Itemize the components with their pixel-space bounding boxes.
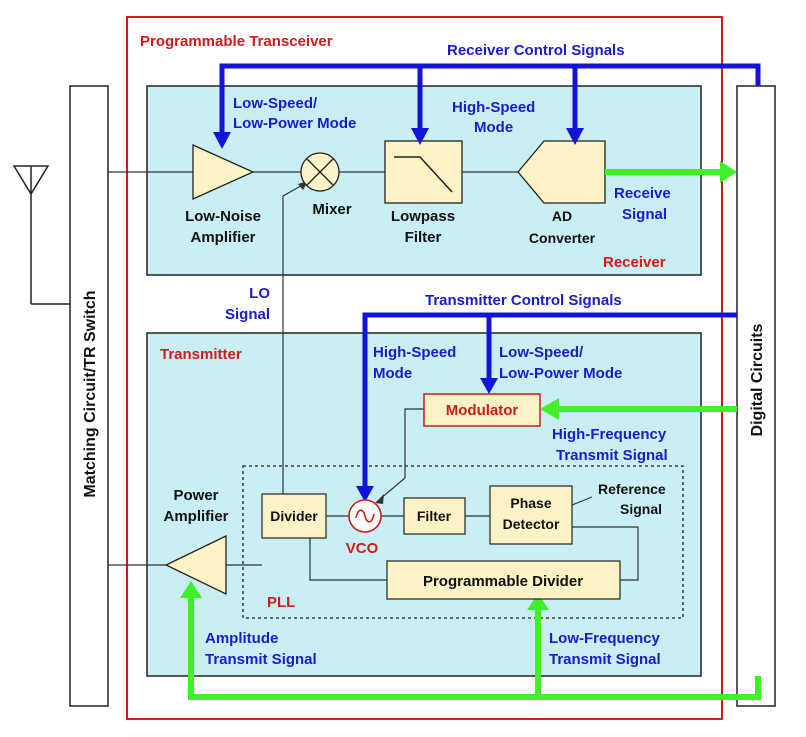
receiver-control-bus <box>219 63 761 136</box>
hf-signal-label-1: High-Frequency <box>552 426 667 443</box>
programmable-divider-block <box>386 560 621 600</box>
filter-label: Filter <box>417 508 452 524</box>
pll-region <box>242 465 684 619</box>
transceiver-border <box>126 16 723 720</box>
pll-title: PLL <box>267 594 295 611</box>
receiver-control-label: Receiver Control Signals <box>447 42 625 59</box>
modulator-label: Modulator <box>446 402 519 419</box>
adc-label-1: AD <box>552 208 572 224</box>
mixer-label: Mixer <box>312 201 351 218</box>
amplitude-signal-label-2: Transmit Signal <box>205 651 317 668</box>
divider-block <box>261 493 327 539</box>
vco-icon <box>348 499 382 533</box>
matching-circuit-label: Matching Circuit/TR Switch <box>82 290 99 497</box>
lna-label-2: Amplifier <box>190 229 255 246</box>
receive-signal-arrowhead <box>720 161 737 183</box>
transmitter-control-bus <box>362 312 737 490</box>
lowpass-filter-icon <box>384 140 463 204</box>
lowpass-label-1: Lowpass <box>391 208 455 225</box>
phase-detector-label-2: Detector <box>503 516 560 532</box>
adc-label-2: Converter <box>529 230 596 246</box>
antenna-icon <box>12 165 70 305</box>
lowpass-label-2: Filter <box>405 229 442 246</box>
reference-signal-label-2: Signal <box>620 501 662 517</box>
lf-signal-label-1: Low-Frequency <box>549 630 661 647</box>
phase-detector-block <box>489 485 573 545</box>
amplitude-signal-label-1: Amplitude <box>205 630 278 647</box>
lna-label-1: Low-Noise <box>185 208 261 225</box>
receiver-title: Receiver <box>603 254 666 271</box>
digital-circuits-block <box>736 85 776 707</box>
tx-low-speed-label-2: Low-Power Mode <box>499 365 622 382</box>
rx-low-speed-label-1: Low-Speed/ <box>233 95 318 112</box>
vco-label: VCO <box>346 540 379 557</box>
lo-signal-label-2: Signal <box>225 306 270 323</box>
lf-signal-label-2: Transmit Signal <box>549 651 661 668</box>
pa-label-1: Power <box>173 487 218 504</box>
reference-signal-label-1: Reference <box>598 481 666 497</box>
lo-signal-label-1: LO <box>249 285 270 302</box>
power-amplifier-icon <box>164 534 227 596</box>
low-noise-amplifier-icon <box>192 143 255 201</box>
receive-signal-label-2: Signal <box>622 206 667 223</box>
mixer-icon <box>300 152 340 192</box>
transceiver-title: Programmable Transceiver <box>140 33 333 50</box>
rx-high-speed-label-2: Mode <box>474 119 513 136</box>
hf-signal-arrowhead <box>540 398 559 420</box>
receive-signal-label-1: Receive <box>614 185 671 202</box>
programmable-divider-label: Programmable Divider <box>423 573 583 590</box>
divider-label: Divider <box>270 508 318 524</box>
matching-circuit-block <box>69 85 109 707</box>
transmit-signal-bus <box>188 596 761 700</box>
filter-block <box>403 497 466 535</box>
transmitter-title: Transmitter <box>160 346 242 363</box>
transmitter-control-label: Transmitter Control Signals <box>425 292 622 309</box>
rx-low-speed-label-2: Low-Power Mode <box>233 115 356 132</box>
modulator-block <box>423 393 541 427</box>
tx-high-speed-label-2: Mode <box>373 365 412 382</box>
phase-detector-label-1: Phase <box>510 495 551 511</box>
digital-circuits-label: Digital Circuits <box>749 323 766 436</box>
hf-signal-label-2: Transmit Signal <box>556 447 668 464</box>
tx-high-speed-label-1: High-Speed <box>373 344 456 361</box>
tx-low-speed-label-1: Low-Speed/ <box>499 344 584 361</box>
pa-label-2: Amplifier <box>163 508 228 525</box>
rx-high-speed-label-1: High-Speed <box>452 99 535 116</box>
